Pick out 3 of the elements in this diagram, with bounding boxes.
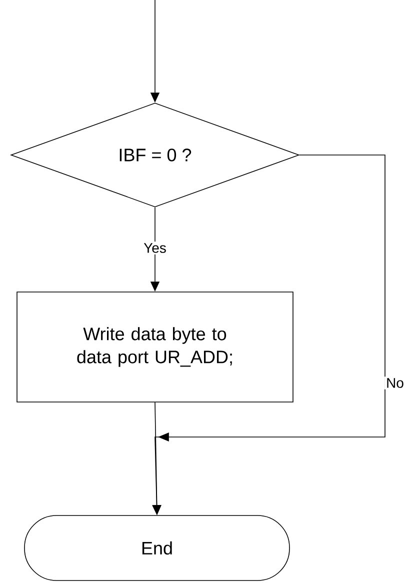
process-box: Write data byte to data port UR_ADD; bbox=[16, 292, 294, 402]
edge-label: Yes bbox=[142, 242, 168, 254]
edge-label: No bbox=[384, 376, 406, 390]
